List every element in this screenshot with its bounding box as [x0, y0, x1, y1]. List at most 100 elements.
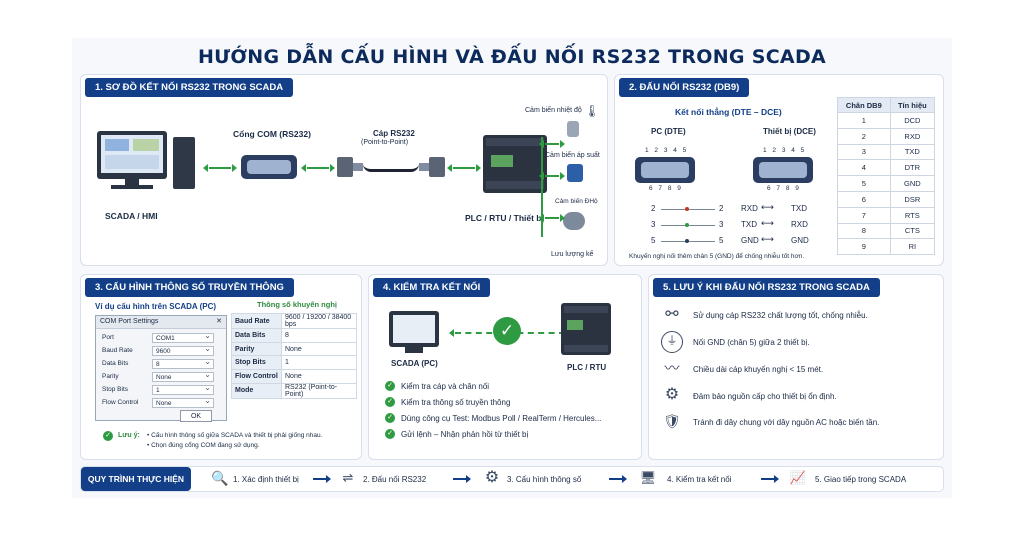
chart-icon: 📈	[789, 470, 807, 485]
process-flow-bar: QUY TRÌNH THỰC HIỆN 🔍 1. Xác định thiết …	[80, 466, 944, 492]
signal-cell: RTS	[889, 206, 936, 224]
thermometer-icon: 🌡	[584, 104, 600, 118]
link-arrow	[301, 164, 335, 172]
sensor-pressure-label: Cảm biến áp suất	[545, 152, 600, 159]
param-value-cell: None	[281, 341, 357, 357]
wire-pin-left: 2	[651, 204, 656, 213]
note-item: Chiều dài cáp khuyến nghị < 15 mét.	[693, 365, 824, 374]
pressure-sensor-icon	[567, 164, 583, 182]
wire-dot	[685, 207, 689, 211]
close-icon[interactable]: ✕	[216, 318, 222, 325]
signal-cell: DTR	[889, 159, 936, 177]
sensor-level-label: Cảm biến ĐHộ	[555, 198, 598, 205]
field-label-flowcontrol: Flow Control	[102, 399, 139, 406]
wire-pin-left: 5	[651, 236, 656, 245]
data-bits-select[interactable]: 8	[152, 357, 214, 369]
sensor-temperature-label: Cảm biến nhiệt độ	[525, 107, 582, 114]
cable-sublabel: (Point-to-Point)	[361, 139, 409, 146]
parity-select[interactable]: None	[152, 370, 214, 382]
signal-cell: TXD	[889, 143, 936, 161]
wire-direction-arrow: ⟷	[761, 234, 774, 244]
signal-cell: RXD	[889, 127, 936, 145]
device-pins-top: 1 2 3 4 5	[763, 147, 807, 154]
success-check-icon: ✓	[493, 317, 521, 345]
param-name-cell: Flow Control	[231, 369, 282, 384]
param-value-cell: None	[281, 369, 357, 384]
signal-cell: GND	[889, 175, 936, 192]
baud-rate-select[interactable]: 9600	[152, 344, 214, 356]
flow-step: 5. Giao tiếp trong SCADA	[815, 475, 907, 484]
pin-column-header: Chân DB9	[837, 97, 891, 113]
ok-button[interactable]: OK	[180, 410, 212, 422]
wire-direction-arrow: ⟷	[761, 218, 774, 228]
page-title: HƯỚNG DẪN CẤU HÌNH VÀ ĐẤU NỐI RS232 TRON…	[197, 46, 827, 68]
monitor-stand	[125, 179, 139, 185]
note-label: Lưu ý:	[118, 432, 140, 439]
pin-table-header: Chân DB9 Tín hiệu	[837, 97, 936, 113]
dialog-title: COM Port Settings	[100, 318, 159, 325]
field-label-stopbits: Stop Bits	[102, 386, 129, 393]
pc-tower-icon	[173, 137, 195, 189]
connector-icon: ⇌	[342, 470, 354, 485]
check-item: Kiểm tra cáp và chân nối	[401, 382, 490, 391]
sensor-arrow	[539, 140, 565, 148]
pin-cell: 5	[837, 175, 891, 192]
param-name-cell: Data Bits	[231, 328, 282, 343]
flowmeter-icon	[563, 212, 585, 230]
wire-signal-right: TXD	[791, 204, 807, 213]
section-3-title: 3. CẤU HÌNH THÔNG SỐ TRUYỀN THÔNG	[85, 278, 294, 297]
wire-signal-left: TXD	[741, 220, 757, 229]
port-select[interactable]: COM1	[152, 331, 214, 343]
stop-bits-select[interactable]: 1	[152, 383, 214, 395]
cable-plug-right	[429, 157, 445, 177]
temperature-sensor-icon	[567, 121, 579, 137]
check-item: Gửi lệnh – Nhận phản hồi từ thiết bị	[401, 430, 529, 439]
wire-pin-right: 2	[719, 204, 724, 213]
param-name-cell: Parity	[231, 341, 282, 357]
param-value-cell: RS232 (Point-to-Point)	[281, 382, 357, 399]
monitor-base	[405, 347, 423, 353]
flow-arrow	[609, 475, 627, 483]
pin-cell: 9	[837, 238, 891, 256]
pin-cell: 6	[837, 190, 891, 208]
link-arrow	[203, 164, 237, 172]
dialog-title-bar: COM Port Settings ✕	[96, 316, 226, 329]
flow-step: 4. Kiểm tra kết nối	[667, 475, 732, 484]
monitor-icon	[97, 131, 167, 179]
pin-cell: 2	[837, 127, 891, 145]
section-2-title: 2. ĐẤU NỐI RS232 (DB9)	[619, 78, 750, 97]
monitor-base	[111, 185, 153, 189]
gear-icon: ⚙	[664, 386, 680, 403]
note-item: Nối GND (chân 5) giữa 2 thiết bị.	[693, 338, 810, 347]
wire-direction-arrow: ⟷	[761, 202, 774, 212]
cable-icon: ⚯	[665, 306, 679, 323]
com-port-settings-dialog: COM Port Settings ✕ Port COM1 Baud Rate …	[95, 315, 227, 422]
section-connection-diagram: 1. SƠ ĐỒ KẾT NỐI RS232 TRONG SCADA SCADA…	[80, 74, 608, 266]
wire-signal-right: RXD	[791, 220, 808, 229]
param-name-cell: Baud Rate	[231, 313, 282, 329]
check-icon: ✓	[385, 429, 395, 439]
wire-pin-right: 5	[719, 236, 724, 245]
example-config-label: Ví dụ cấu hình trên SCADA (PC)	[95, 302, 217, 311]
wire-pin-right: 3	[719, 220, 724, 229]
flow-control-select[interactable]: None	[152, 396, 214, 408]
device-dce-label: Thiết bị (DCE)	[763, 127, 816, 136]
param-value-cell: 9600 / 19200 / 38400 bps	[281, 313, 357, 329]
pc-pins-top: 1 2 3 4 5	[645, 147, 689, 154]
plc-device-icon	[561, 303, 611, 355]
section-5-title: 5. LƯU Ý KHI ĐẤU NỐI RS232 TRONG SCADA	[653, 278, 880, 297]
rs232-cable	[363, 164, 419, 172]
com-port-label: Cổng COM (RS232)	[233, 129, 311, 139]
device-pins-bottom: 6 7 8 9	[767, 185, 801, 192]
field-label-parity: Parity	[102, 373, 119, 380]
wire-dot	[685, 223, 689, 227]
